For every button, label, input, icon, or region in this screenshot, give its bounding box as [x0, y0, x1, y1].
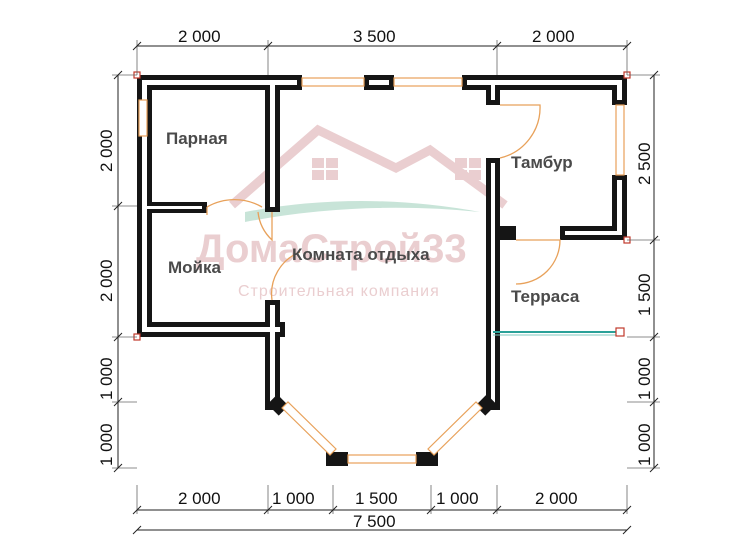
dim-left-3: 1 000: [97, 357, 116, 400]
watermark-subtitle: Строительная компания: [238, 283, 440, 300]
window-tambur: [615, 104, 625, 176]
room-label-terrasa: Терраса: [511, 287, 580, 306]
window-steam-room: [138, 99, 148, 137]
door-terrace: [515, 239, 561, 285]
dim-right-2: 1 500: [635, 273, 654, 316]
room-label-komnata: Комната отдыха: [292, 245, 430, 264]
dim-right-3: 1 000: [635, 357, 654, 400]
window-bay-left: [281, 401, 337, 456]
dim-bottom-2: 1 000: [272, 489, 315, 508]
doors: [206, 104, 561, 301]
dim-bottom-1: 2 000: [178, 489, 221, 508]
terrace-post: [615, 327, 625, 337]
windows: [138, 77, 625, 464]
bay-pier-left: [326, 452, 348, 466]
terrace-railing: [493, 327, 625, 337]
dim-left-2: 2 000: [97, 259, 116, 302]
dimension-bottom: 2 000 1 000 1 500 1 000 2 000 7 500: [132, 485, 632, 535]
window-north-left: [301, 77, 365, 87]
dim-bottom-3: 1 500: [355, 489, 398, 508]
watermark-house-icon: [229, 124, 508, 222]
door-tambur-inner: [499, 104, 541, 159]
window-bay-right: [427, 401, 483, 456]
dim-right-4: 1 000: [635, 423, 654, 466]
dim-bottom-5: 2 000: [535, 489, 578, 508]
dim-top-3: 2 000: [532, 27, 575, 46]
door-steam-room: [206, 198, 263, 208]
dim-right-1: 2 500: [635, 142, 654, 185]
dimension-left: 2 000 2 000 1 000 1 000: [97, 70, 137, 473]
dim-bottom-4: 1 000: [436, 489, 479, 508]
dim-left-1: 2 000: [97, 129, 116, 172]
door-wash-room: [257, 211, 273, 242]
door-rest-room: [270, 251, 301, 301]
dim-left-4: 1 000: [97, 423, 116, 466]
bay-pier-right: [416, 452, 438, 466]
watermark-title: ДомаСтрой33: [196, 227, 467, 271]
window-north-right: [393, 77, 463, 87]
watermark: ДомаСтрой33 Строительная компания: [196, 124, 508, 300]
dimension-top: 2 000 3 500 2 000: [132, 27, 632, 75]
dim-top-2: 3 500: [353, 27, 396, 46]
wall-tambur-stub: [486, 226, 516, 240]
window-bay-center: [347, 454, 417, 464]
walls: [133, 71, 631, 466]
room-label-moyka: Мойка: [168, 258, 222, 277]
dim-total: 7 500: [353, 512, 396, 531]
dimension-right: 2 500 1 500 1 000 1 000: [627, 70, 660, 473]
room-label-parnaya: Парная: [166, 129, 228, 148]
dim-top-1: 2 000: [178, 27, 221, 46]
room-label-tambur: Тамбур: [511, 153, 573, 172]
